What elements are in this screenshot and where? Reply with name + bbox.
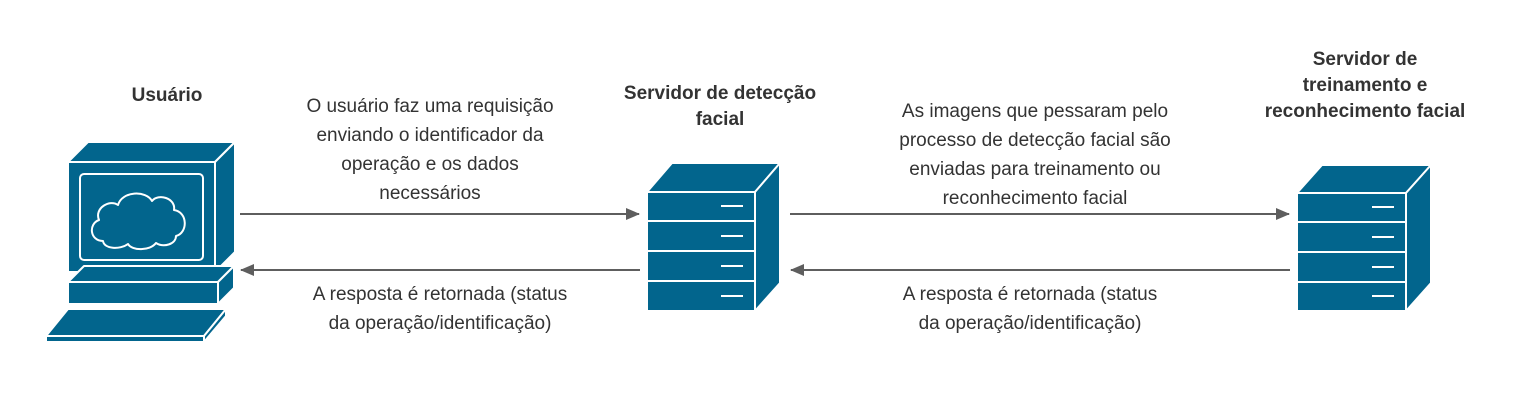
- detection-server-title: Servidor de detecção facial: [580, 81, 860, 133]
- images-sent-label-line-1: As imagens que pessaram pelo: [901, 101, 1169, 122]
- detection-server-title-line-1: Servidor de detecção: [623, 83, 817, 104]
- images-sent-label-line-3: enviadas para treinamento ou: [909, 159, 1161, 180]
- training-server-title: Servidor de treinamento e reconhecimento…: [1230, 47, 1500, 125]
- training-server-title-line-2: treinamento e: [1302, 75, 1428, 96]
- user-title-line: Usuário: [131, 85, 203, 106]
- response-to-user-label: A resposta é retornada (status da operaç…: [270, 280, 610, 338]
- computer-icon: [45, 141, 236, 343]
- response-to-detection-label: A resposta é retornada (status da operaç…: [860, 280, 1200, 338]
- detection-server-title-line-2: facial: [695, 109, 745, 130]
- request-label: O usuário faz uma requisição enviando o …: [260, 92, 600, 208]
- response-to-detection-label-line-2: da operação/identificação): [918, 313, 1142, 334]
- training-server-title-line-1: Servidor de: [1312, 49, 1418, 70]
- server-icon: [1296, 164, 1432, 312]
- request-label-line-3: operação e os dados: [341, 154, 519, 175]
- response-to-user-label-line-2: da operação/identificação): [328, 313, 552, 334]
- user-node-title: Usuário: [107, 83, 227, 109]
- response-to-user-label-line-1: A resposta é retornada (status: [312, 284, 568, 305]
- images-sent-label-line-2: processo de detecção facial são: [899, 130, 1171, 151]
- server-icon: [646, 162, 781, 312]
- response-to-detection-label-line-1: A resposta é retornada (status: [902, 284, 1158, 305]
- training-server-title-line-3: reconhecimento facial: [1264, 101, 1466, 122]
- request-label-line-2: enviando o identificador da: [316, 125, 544, 146]
- images-sent-label: As imagens que pessaram pelo processo de…: [850, 97, 1220, 213]
- request-label-line-4: necessários: [379, 183, 481, 204]
- images-sent-label-line-4: reconhecimento facial: [942, 188, 1128, 209]
- request-label-line-1: O usuário faz uma requisição: [306, 96, 554, 117]
